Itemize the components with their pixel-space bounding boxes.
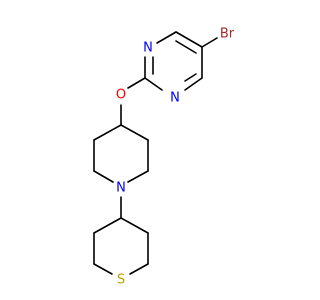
atom-labels: Br N N O N S xyxy=(116,27,235,288)
bond-n3-c4-double xyxy=(184,73,197,82)
bond-pip-c2-n xyxy=(127,170,149,183)
bond-c5-c6 xyxy=(175,31,203,48)
bond-pip-c5-c4 xyxy=(93,124,122,141)
atom-n-bottom: N xyxy=(170,91,180,106)
bond-thiane-s-c6 xyxy=(93,263,113,275)
atom-br: Br xyxy=(220,27,235,42)
atom-n-piperidine: N xyxy=(116,181,126,196)
bond-c5-c6-double xyxy=(175,40,197,54)
bond-thiane-c2-s xyxy=(129,263,149,275)
bond-n3-c4 xyxy=(184,77,203,91)
bond-c5-br xyxy=(201,37,218,48)
bonds xyxy=(93,31,218,275)
bond-c2-o xyxy=(127,77,146,89)
bond-pip-c4-c3 xyxy=(120,124,149,141)
atom-s: S xyxy=(117,273,125,288)
bond-c6-n1 xyxy=(156,31,177,44)
bond-thiane-c4-c3 xyxy=(120,217,149,234)
atom-n-top: N xyxy=(143,41,153,56)
molecule-structure: Br N N O N S xyxy=(93,27,235,288)
bond-pip-n-c6 xyxy=(93,170,114,183)
bond-c2-n3 xyxy=(144,77,163,91)
bond-thiane-c5-c4 xyxy=(93,217,122,234)
atom-o: O xyxy=(116,88,126,103)
